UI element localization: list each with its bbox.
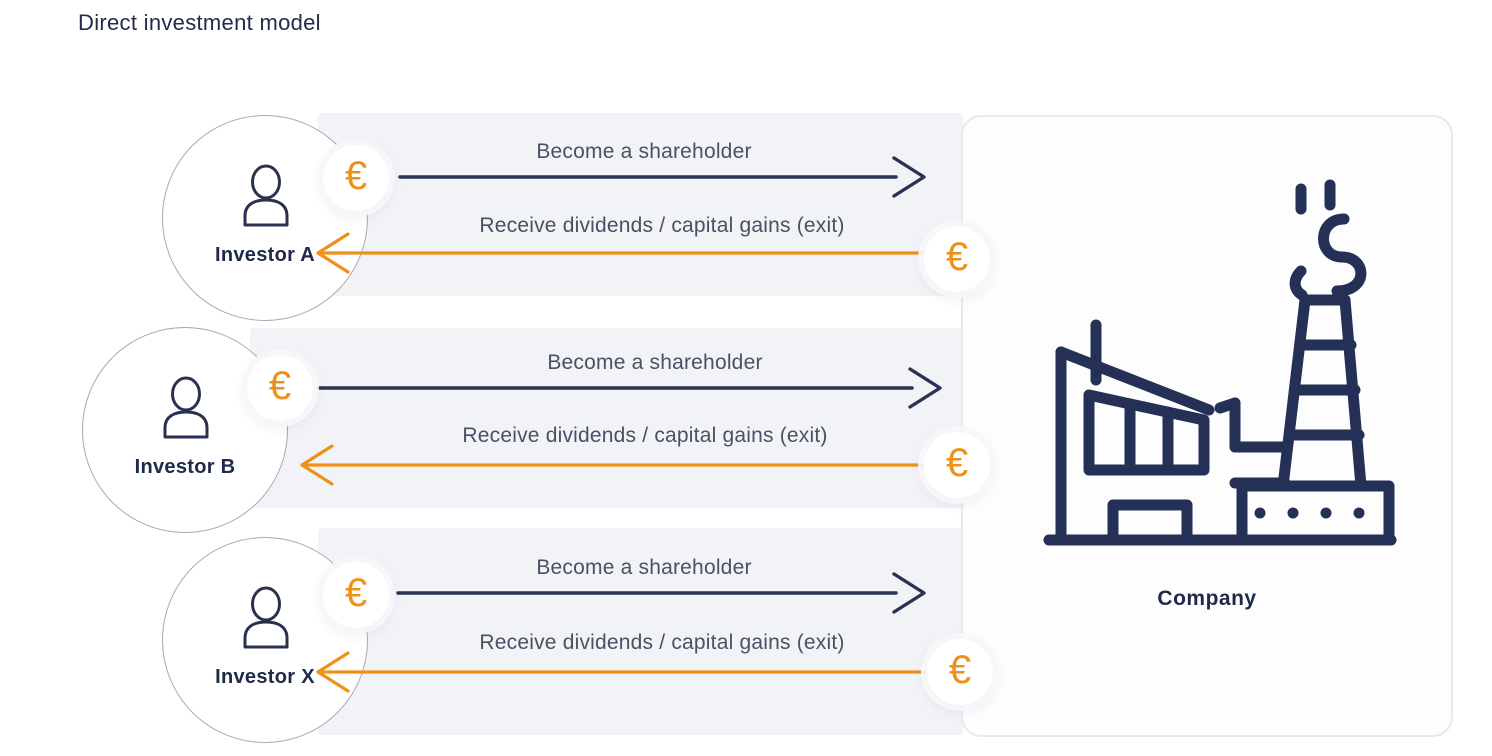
receive-dividends-label-x: Receive dividends / capital gains (exit)	[479, 631, 845, 654]
receive-dividends-arrow-a	[316, 232, 928, 274]
euro-badge-investor-a: €	[323, 145, 389, 211]
become-shareholder-label-a: Become a shareholder	[536, 140, 752, 163]
become-shareholder-label-b: Become a shareholder	[547, 351, 763, 374]
person-icon	[243, 164, 289, 227]
investor-b-label: Investor B	[134, 456, 236, 478]
euro-icon: €	[945, 441, 969, 485]
company-card: Company	[961, 115, 1453, 737]
become-shareholder-arrow-x	[396, 572, 926, 614]
investor-x-label: Investor X	[215, 666, 315, 688]
euro-icon: €	[344, 154, 368, 198]
become-shareholder-arrow-b	[316, 367, 942, 409]
person-icon	[163, 376, 209, 439]
page-title: Direct investment model	[78, 10, 321, 35]
euro-badge-return-b: €	[924, 432, 990, 498]
euro-icon: €	[945, 235, 969, 279]
factory-icon	[1043, 179, 1397, 546]
receive-dividends-arrow-x	[316, 651, 928, 693]
company-label: Company	[1157, 587, 1257, 610]
euro-badge-investor-b: €	[247, 355, 313, 421]
become-shareholder-arrow-a	[398, 156, 926, 198]
flow-band-investor-a	[318, 113, 963, 296]
investor-b-node: Investor B	[82, 327, 288, 533]
euro-icon: €	[268, 364, 292, 408]
euro-badge-investor-x: €	[323, 562, 389, 628]
flow-band-investor-x	[318, 528, 963, 735]
euro-badge-return-x: €	[927, 639, 993, 705]
receive-dividends-label-b: Receive dividends / capital gains (exit)	[462, 424, 828, 447]
receive-dividends-label-a: Receive dividends / capital gains (exit)	[479, 214, 845, 237]
flow-band-investor-b	[250, 328, 963, 508]
receive-dividends-arrow-b	[300, 444, 924, 486]
person-icon	[243, 586, 289, 649]
investor-a-label: Investor A	[214, 244, 316, 266]
euro-icon: €	[344, 571, 368, 615]
become-shareholder-label-x: Become a shareholder	[536, 556, 752, 579]
investor-a-node: Investor A	[162, 115, 368, 321]
euro-badge-return-a: €	[924, 226, 990, 292]
euro-icon: €	[948, 648, 972, 692]
